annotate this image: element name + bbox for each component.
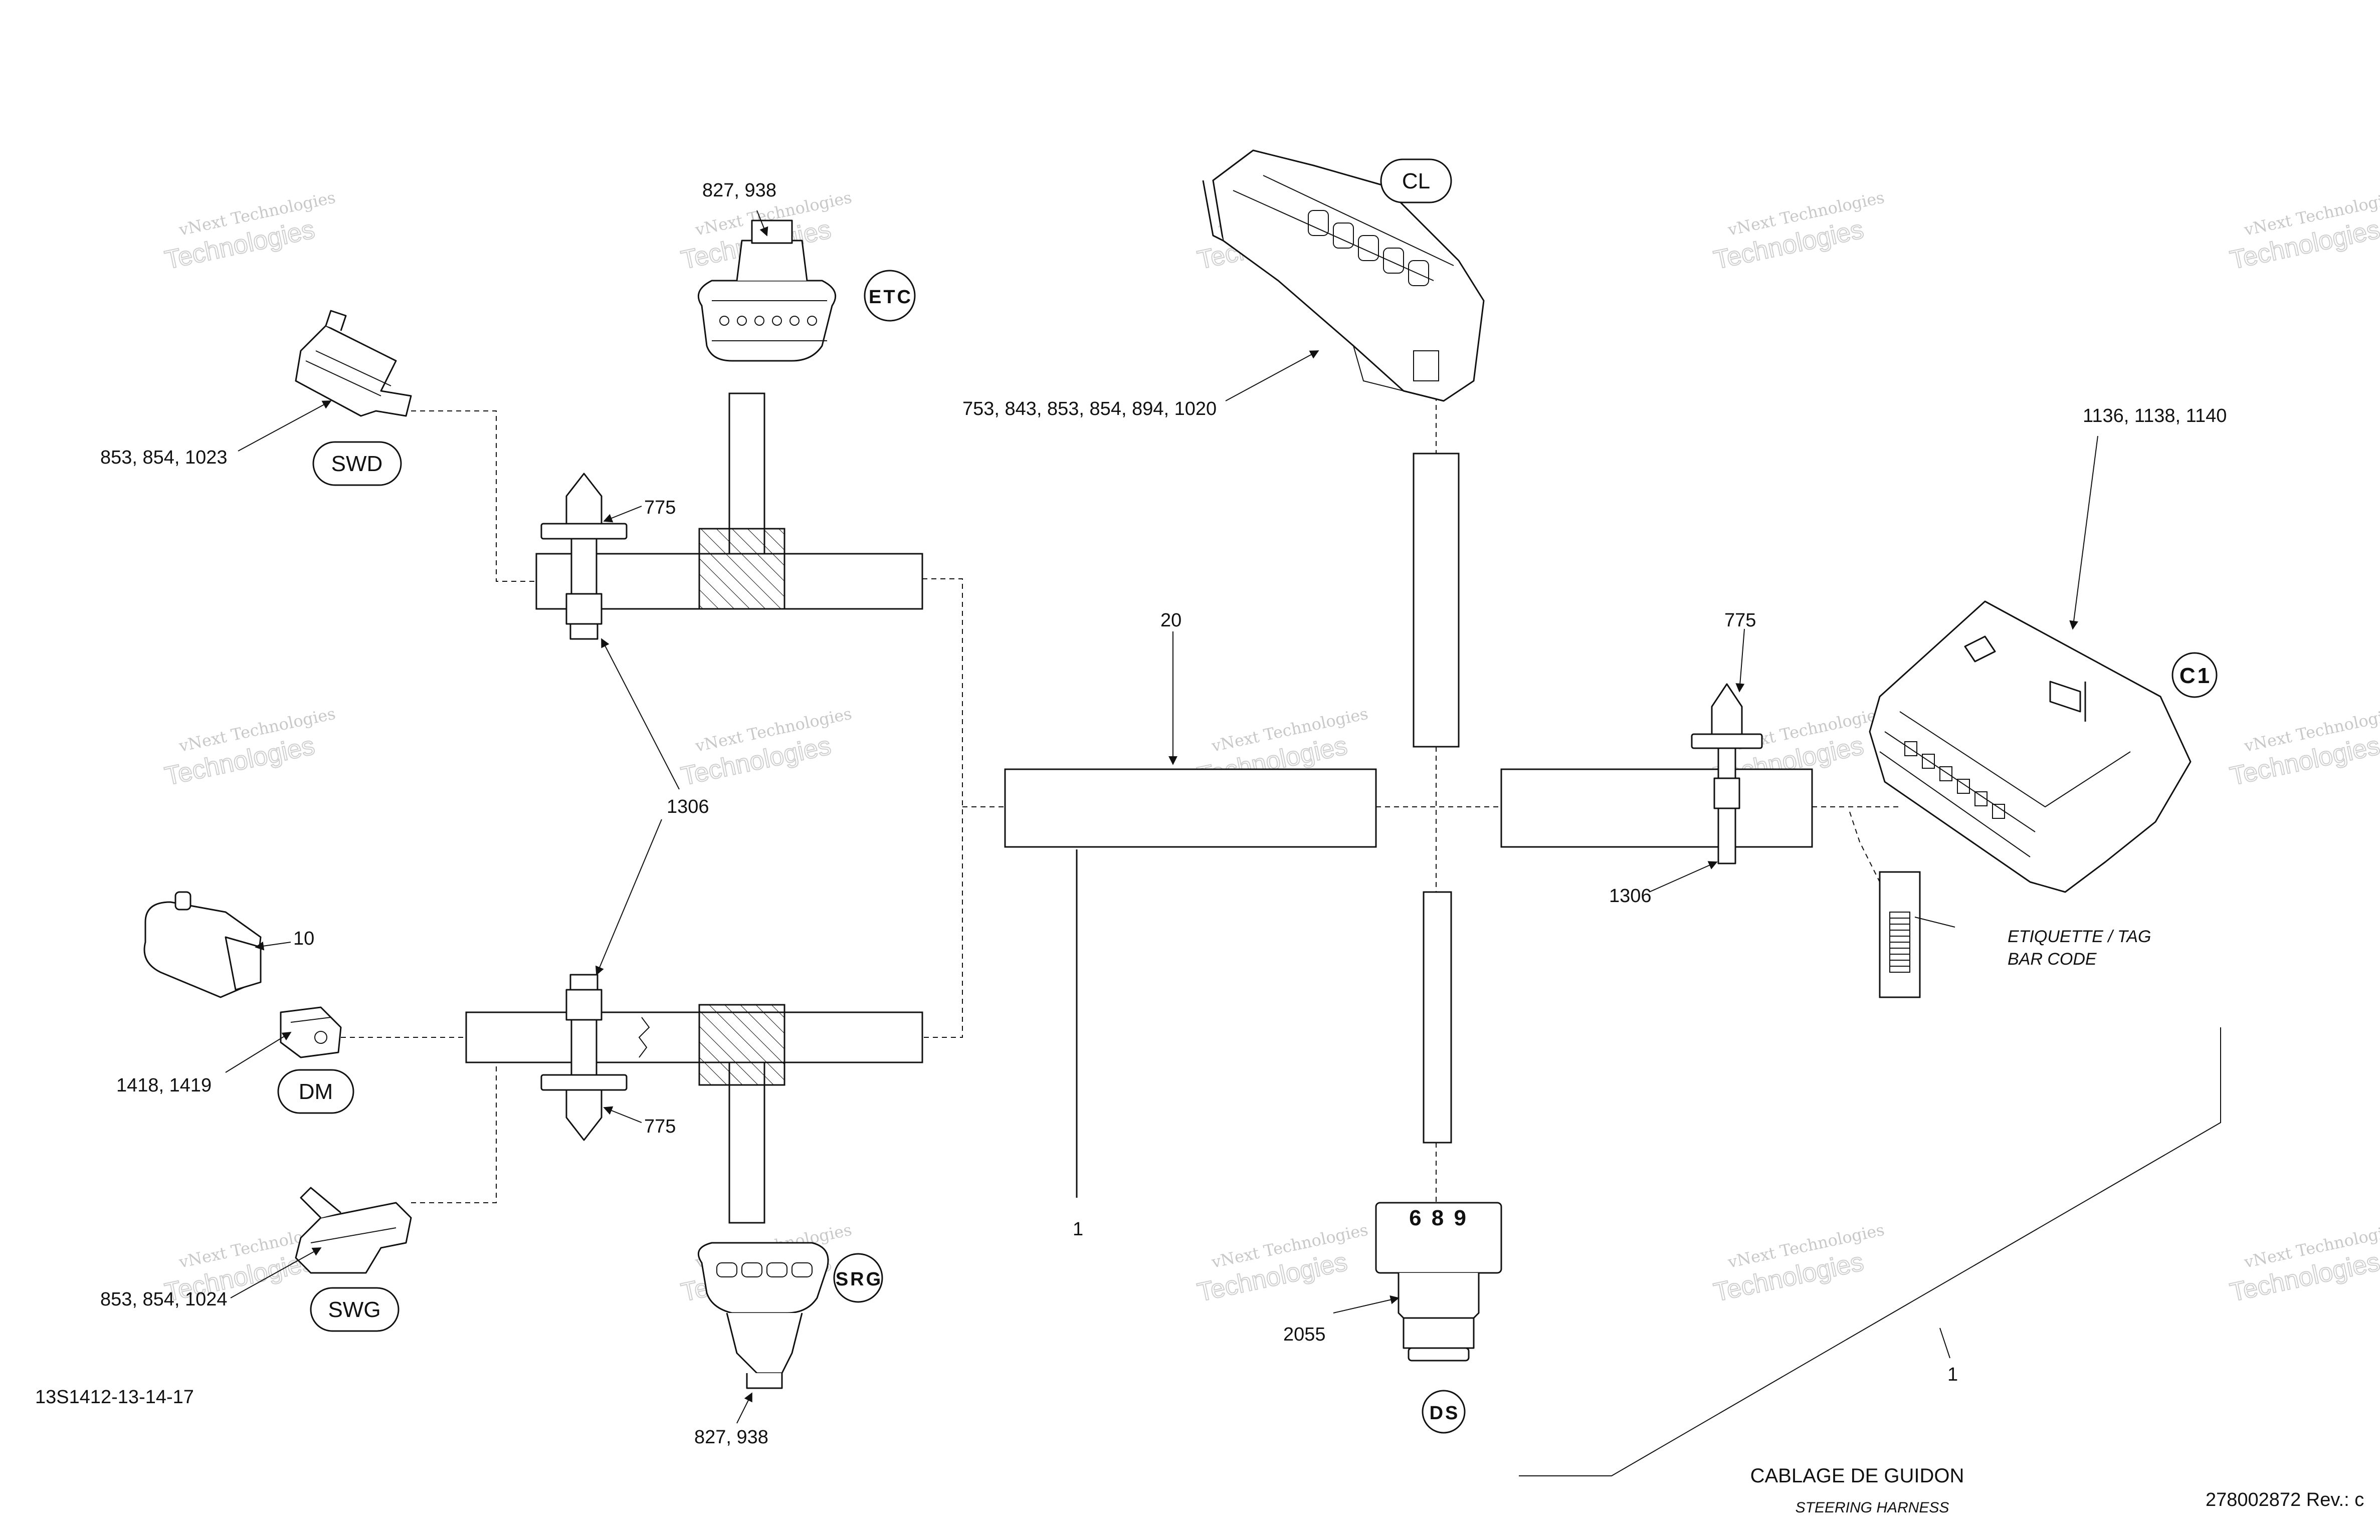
- ds-pin-label: 6 8 9: [1409, 1206, 1468, 1230]
- watermark: vNext Technologies Technologies: [2227, 704, 2380, 792]
- callout-ds-part: 2055: [1283, 1324, 1326, 1345]
- callout-tie-right: 1306: [1609, 886, 1652, 907]
- dm-mating-connector: [280, 1006, 342, 1058]
- watermark: vNext Technologies Technologies: [1711, 1220, 1886, 1308]
- svg-text:SWG: SWG: [328, 1297, 380, 1322]
- svg-text:DS: DS: [1430, 1403, 1460, 1424]
- swg-connector: [295, 1187, 412, 1274]
- barcode-label-fr: ETIQUETTE / TAG: [2008, 927, 2151, 946]
- callout-c1-parts: 1136, 1138, 1140: [2083, 405, 2227, 426]
- svg-text:SWD: SWD: [331, 452, 383, 476]
- svg-text:DM: DM: [299, 1079, 333, 1104]
- callout-dm-part: 10: [293, 928, 314, 949]
- right-trunk-segment: [1500, 768, 1813, 848]
- etc-connector: [697, 219, 837, 362]
- title-fr: CABLAGE DE GUIDON: [1750, 1465, 1964, 1487]
- watermark: vNext Technologies Technologies: [2227, 188, 2380, 276]
- clip-lower-left: [540, 974, 628, 1141]
- clip-right: [1691, 683, 1763, 864]
- watermark: vNext Technologies Technologies: [2227, 1220, 2380, 1308]
- upper-junction-splice: [698, 528, 785, 610]
- callout-srg-parts: 827, 938: [694, 1427, 768, 1448]
- tag-swg: SWG: [310, 1287, 400, 1332]
- lower-junction-splice: [698, 1004, 785, 1086]
- barcode-label-en: BAR CODE: [2008, 950, 2097, 969]
- svg-text:SRG: SRG: [836, 1269, 883, 1290]
- callout-labels: 827, 938 853, 854, 1023 753, 843, 853, 8…: [100, 180, 2227, 1448]
- cl-connector: [1202, 149, 1485, 402]
- leader-lines: [225, 210, 2221, 1476]
- svg-text:CL: CL: [1402, 169, 1430, 193]
- clip-upper-left: [540, 473, 628, 640]
- svg-text:ETC: ETC: [869, 287, 913, 308]
- drawing-id: 13S1412-13-14-17: [35, 1387, 194, 1408]
- watermark: vNext Technologies Technologies: [1195, 1220, 1370, 1308]
- callout-etc-parts: 827, 938: [702, 180, 776, 201]
- callout-swg-parts: 853, 854, 1024: [100, 1289, 228, 1310]
- callout-swd-parts: 853, 854, 1023: [100, 447, 228, 468]
- cl-branch-segment: [1413, 453, 1460, 748]
- svg-text:C1: C1: [2179, 664, 2212, 688]
- tag-dm: DM: [277, 1069, 354, 1114]
- callout-wire-right: 1: [1947, 1364, 1958, 1385]
- title-en: STEERING HARNESS: [1796, 1499, 1949, 1516]
- tag-etc: ETC: [864, 270, 916, 322]
- callout-tie-left: 1306: [667, 796, 709, 817]
- title-block: 13S1412-13-14-17 CABLAGE DE GUIDON STEER…: [35, 1387, 2364, 1516]
- callout-dm-mating: 1418, 1419: [116, 1075, 212, 1096]
- lower-branch-segment: [465, 1011, 923, 1063]
- ds-branch-segment: [1423, 891, 1452, 1144]
- barcode-tag: [1879, 871, 1921, 998]
- swd-connector: [295, 310, 412, 417]
- tag-swd: SWD: [312, 441, 402, 486]
- c1-connector: [1869, 600, 2192, 893]
- ds-sensor: 6 8 9: [1375, 1202, 1502, 1362]
- watermark: vNext Technologies Technologies: [1711, 188, 1886, 276]
- callout-cl-parts: 753, 843, 853, 854, 894, 1020: [962, 398, 1217, 419]
- tag-ds: DS: [1422, 1390, 1466, 1434]
- callout-clip-lower: 775: [644, 1116, 676, 1137]
- harness-segments: [465, 392, 1813, 1224]
- callout-clip-upper: 775: [644, 497, 676, 518]
- srg-connector: [697, 1242, 829, 1389]
- callout-harness-ref: 20: [1160, 610, 1181, 631]
- dm-sensor: [143, 891, 262, 998]
- callout-wire-left: 1: [1073, 1219, 1083, 1240]
- tag-srg: SRG: [833, 1253, 883, 1303]
- center-trunk-segment: [1004, 768, 1377, 848]
- watermark: vNext Technologies Technologies: [162, 188, 337, 276]
- part-number: 278002872 Rev.: c: [2206, 1489, 2364, 1510]
- tag-cl: CL: [1380, 158, 1452, 203]
- watermark: vNext Technologies Technologies: [162, 704, 337, 792]
- watermark: vNext Technologies Technologies: [678, 704, 854, 792]
- callout-clip-right: 775: [1724, 610, 1756, 631]
- tag-c1: C1: [2171, 652, 2218, 698]
